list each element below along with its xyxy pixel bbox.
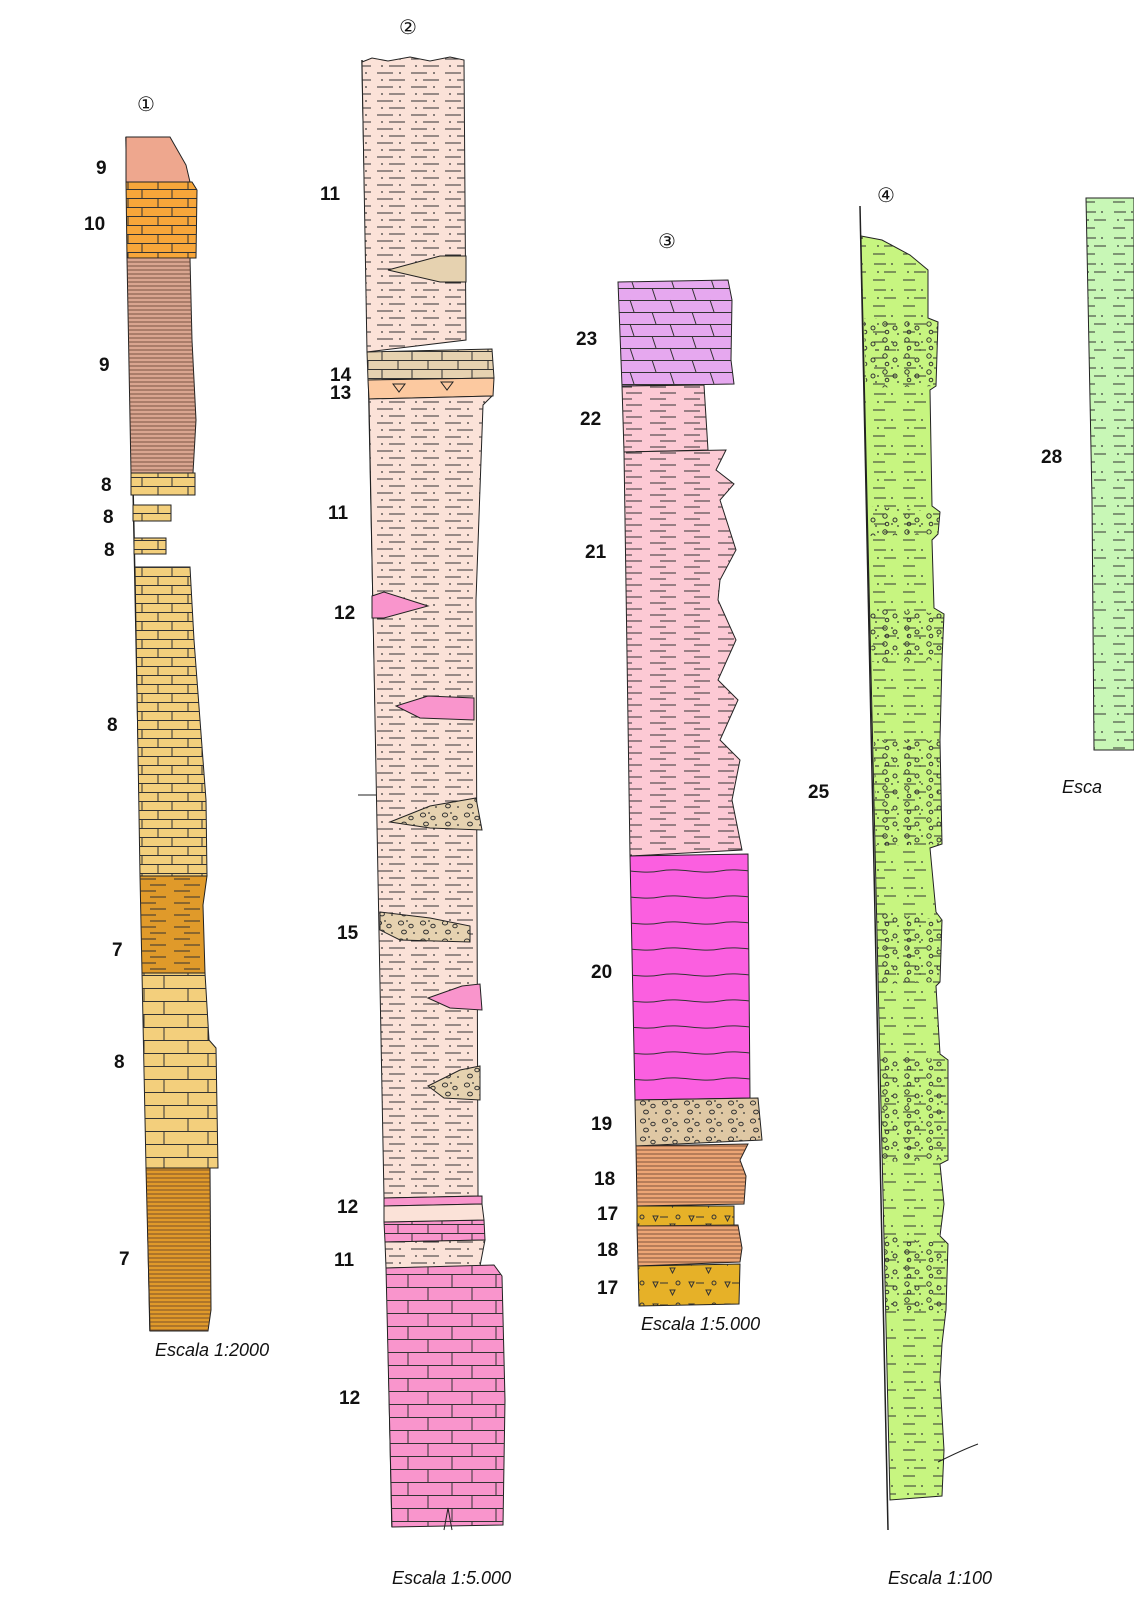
column-3-label-5: 19 bbox=[591, 1114, 612, 1135]
column-5-scale: Esca bbox=[1062, 777, 1102, 797]
column-2-label-4: 11 bbox=[328, 503, 349, 524]
column-1-label-7: 8 bbox=[107, 715, 118, 736]
column-2-unit-11-mid bbox=[369, 396, 492, 1198]
column-4-scale: Escala 1:100 bbox=[888, 1568, 992, 1588]
column-3-label-2: 22 bbox=[580, 409, 601, 430]
column-3-unit-22 bbox=[622, 385, 708, 452]
column-2-scale: Escala 1:5.000 bbox=[392, 1568, 511, 1588]
column-1-scale: Escala 1:2000 bbox=[155, 1340, 269, 1360]
column-3-label-7: 17 bbox=[597, 1204, 618, 1225]
column-1-label-1: 9 bbox=[96, 158, 107, 179]
column-1-number: ① bbox=[137, 92, 155, 116]
column-1-unit-9-lower bbox=[127, 258, 196, 473]
column-1-label-4: 8 bbox=[101, 475, 112, 496]
column-1-label-3: 9 bbox=[99, 355, 110, 376]
column-5-unit-28 bbox=[1086, 198, 1134, 750]
column-3-label-8: 18 bbox=[597, 1240, 618, 1261]
column-2-label-7: 12 bbox=[337, 1197, 358, 1218]
column-5: 28 Esca bbox=[1041, 198, 1134, 797]
column-1-unit-8-e bbox=[142, 973, 218, 1168]
column-2-unit-14 bbox=[367, 349, 494, 380]
column-1-unit-8-c bbox=[134, 538, 166, 554]
column-3-number: ③ bbox=[658, 229, 676, 253]
column-3: ③ bbox=[576, 229, 762, 1334]
column-1-unit-8-a bbox=[131, 473, 195, 495]
column-1-label-2: 10 bbox=[84, 214, 105, 235]
column-1: ① bbox=[84, 92, 269, 1360]
column-3-label-4: 20 bbox=[591, 962, 612, 983]
column-5-label-1: 28 bbox=[1041, 447, 1062, 468]
column-4-number: ④ bbox=[877, 183, 895, 207]
column-3-unit-21 bbox=[624, 450, 742, 856]
column-3-unit-17-upper bbox=[637, 1206, 734, 1226]
column-4-label-1: 25 bbox=[808, 782, 830, 803]
column-1-unit-7-a bbox=[140, 876, 207, 973]
column-2-number: ② bbox=[399, 15, 417, 39]
column-4-unit-25 bbox=[861, 236, 978, 1500]
column-1-label-9: 8 bbox=[114, 1052, 125, 1073]
column-3-unit-18-upper bbox=[636, 1144, 748, 1206]
column-3-unit-23 bbox=[618, 280, 734, 386]
column-3-label-9: 17 bbox=[597, 1278, 618, 1299]
column-2-label-9: 12 bbox=[339, 1388, 360, 1409]
column-3-label-6: 18 bbox=[594, 1169, 615, 1190]
column-2-unit-11-top bbox=[362, 57, 466, 352]
column-1-unit-10 bbox=[126, 182, 197, 258]
column-2-label-3: 13 bbox=[330, 383, 351, 404]
column-4: ④ 25 Escala 1:100 bbox=[808, 183, 992, 1588]
column-2: ② bbox=[320, 15, 511, 1588]
column-3-unit-17-lower bbox=[638, 1264, 740, 1306]
column-1-unit-7-b bbox=[146, 1168, 211, 1331]
column-3-label-3: 21 bbox=[585, 542, 607, 563]
column-3-label-1: 23 bbox=[576, 329, 597, 350]
column-3-unit-19 bbox=[635, 1098, 762, 1146]
column-1-label-10: 7 bbox=[119, 1249, 130, 1270]
column-3-scale: Escala 1:5.000 bbox=[641, 1314, 760, 1334]
column-1-label-5: 8 bbox=[103, 507, 114, 528]
column-2-label-6: 15 bbox=[337, 923, 359, 944]
column-3-unit-20 bbox=[630, 854, 750, 1100]
column-2-label-8: 11 bbox=[334, 1250, 355, 1271]
column-2-label-1: 11 bbox=[320, 184, 341, 205]
column-1-label-6: 8 bbox=[104, 540, 115, 561]
column-1-unit-8-b bbox=[133, 505, 171, 521]
column-1-unit-8-d bbox=[135, 567, 207, 876]
column-2-label-5: 12 bbox=[334, 603, 355, 624]
column-2-unit-13 bbox=[368, 378, 494, 399]
column-2-unit-12-base bbox=[386, 1265, 505, 1530]
column-1-unit-9-top bbox=[126, 137, 190, 182]
column-3-unit-18-lower bbox=[637, 1225, 742, 1266]
column-1-label-8: 7 bbox=[112, 940, 123, 961]
